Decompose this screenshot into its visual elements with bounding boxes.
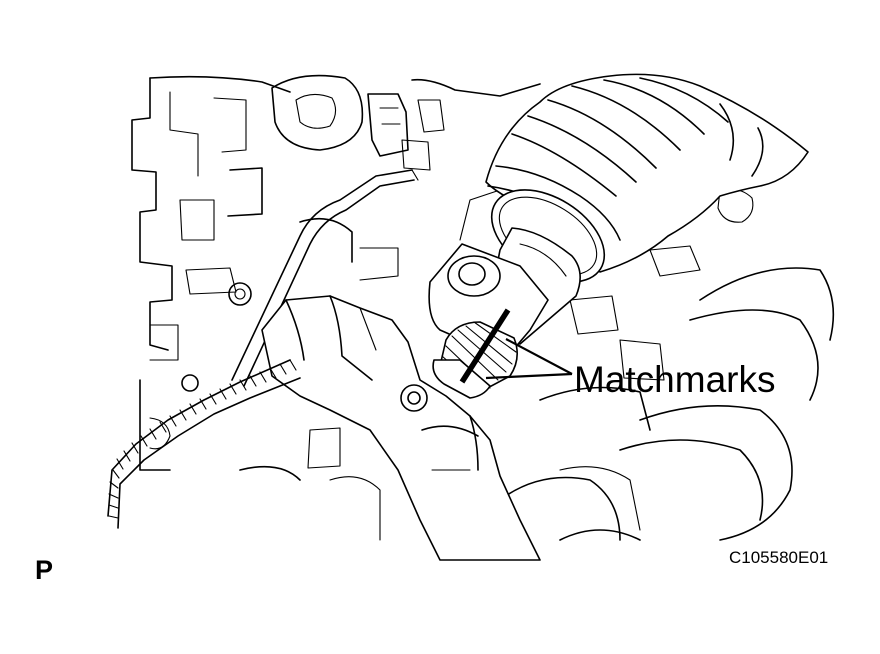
engine-background-drawing [131, 74, 835, 541]
wiring-harness-corrugated [107, 359, 301, 529]
matchmark-bar-icon [459, 308, 511, 384]
matchmarks-callout-label: Matchmarks [574, 359, 775, 400]
view-letter-label: P [35, 555, 53, 585]
leader-line [485, 338, 573, 380]
steering-gear-housing [261, 295, 541, 561]
figure-code-label: C105580E01 [729, 548, 828, 567]
